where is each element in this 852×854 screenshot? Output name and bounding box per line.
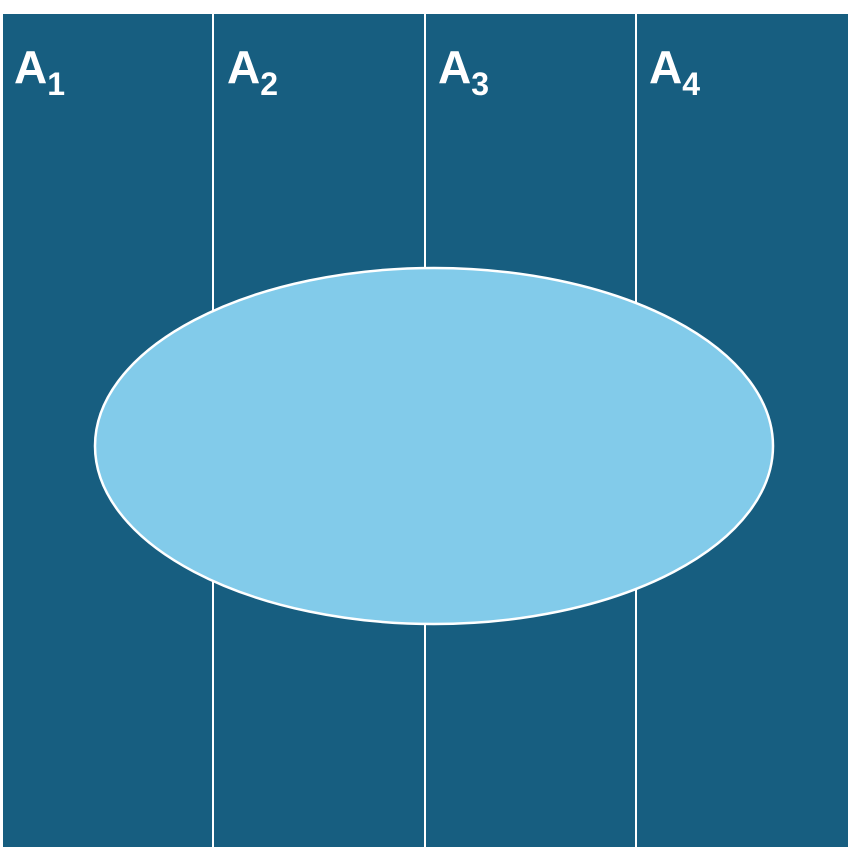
partition-label-a1-subscript: 1 — [47, 66, 65, 102]
partition-label-a4: A4 — [649, 41, 700, 102]
partition-label-a1: A1 — [14, 41, 65, 102]
partition-label-a3-subscript: 3 — [471, 66, 489, 102]
partition-label-a3: A3 — [438, 41, 489, 102]
partition-label-a2-subscript: 2 — [260, 66, 278, 102]
event-ellipse — [93, 266, 775, 626]
partition-label-a2: A2 — [227, 41, 278, 102]
partition-label-a4-subscript: 4 — [682, 66, 700, 102]
